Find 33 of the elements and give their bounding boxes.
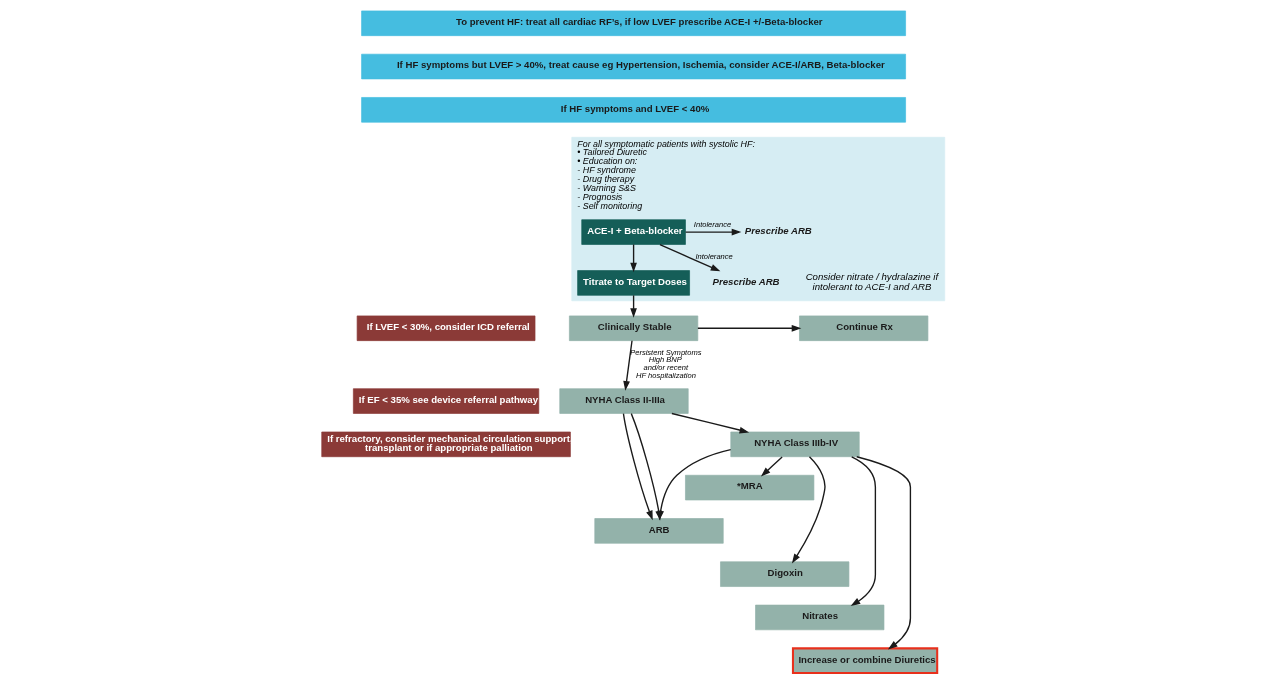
node-text: Prescribe ARB: [744, 224, 812, 236]
arrow: [622, 412, 653, 521]
arrow: [760, 456, 783, 477]
arrow: [791, 456, 826, 564]
label: Consider nitrate / hydralazine if intolerant to ACE-I and ARB: [805, 271, 939, 292]
node-box: ACE-I + Beta-blocker: [581, 219, 686, 245]
node-box: Nitrates: [755, 604, 885, 631]
node-box: Clinically Stable: [569, 315, 699, 341]
node-box: If EF < 35% see device referral pathway: [353, 388, 540, 414]
arrow: [684, 228, 742, 236]
node-box: If HF symptoms but LVEF > 40%, treat cause eg Hypertension, Ischemia, consider ACE-I/ARB, Beta-blocker: [361, 53, 906, 80]
arrow: [850, 456, 877, 606]
edge-label: Intolerance: [695, 251, 733, 261]
node-text: Prescribe ARB: [712, 275, 780, 287]
node-box: To prevent HF: treat all cardiac RF’s, if low LVEF prescribe ACE-I +/-Beta-blocker: [361, 10, 906, 36]
node-box: NYHA Class IIIb-IV: [730, 431, 860, 458]
arrow: [671, 412, 750, 434]
node-box: ARB: [594, 518, 724, 544]
edge-label: Intolerance: [693, 220, 732, 230]
node-box: Titrate to Target Doses: [577, 270, 690, 296]
arrow: [697, 324, 802, 332]
node-box: Increase or combine Diuretics: [791, 647, 939, 675]
arrow: [630, 243, 637, 273]
arrow: [659, 243, 721, 272]
node-box: *MRA: [685, 474, 815, 501]
arrow: [856, 456, 912, 650]
node-box: If LVEF < 30%, consider ICD referral: [356, 315, 536, 341]
node-box: Digoxin: [720, 561, 850, 587]
arrow: [623, 340, 633, 391]
node-box: NYHA Class II-IIIa: [559, 388, 689, 414]
node-box: If HF symptoms and LVEF < 40%: [361, 97, 906, 123]
node-box: If refractory, consider mechanical circulation support, transplant or if appropriate palliation: [321, 431, 571, 458]
node-box: Continue Rx: [799, 315, 929, 341]
